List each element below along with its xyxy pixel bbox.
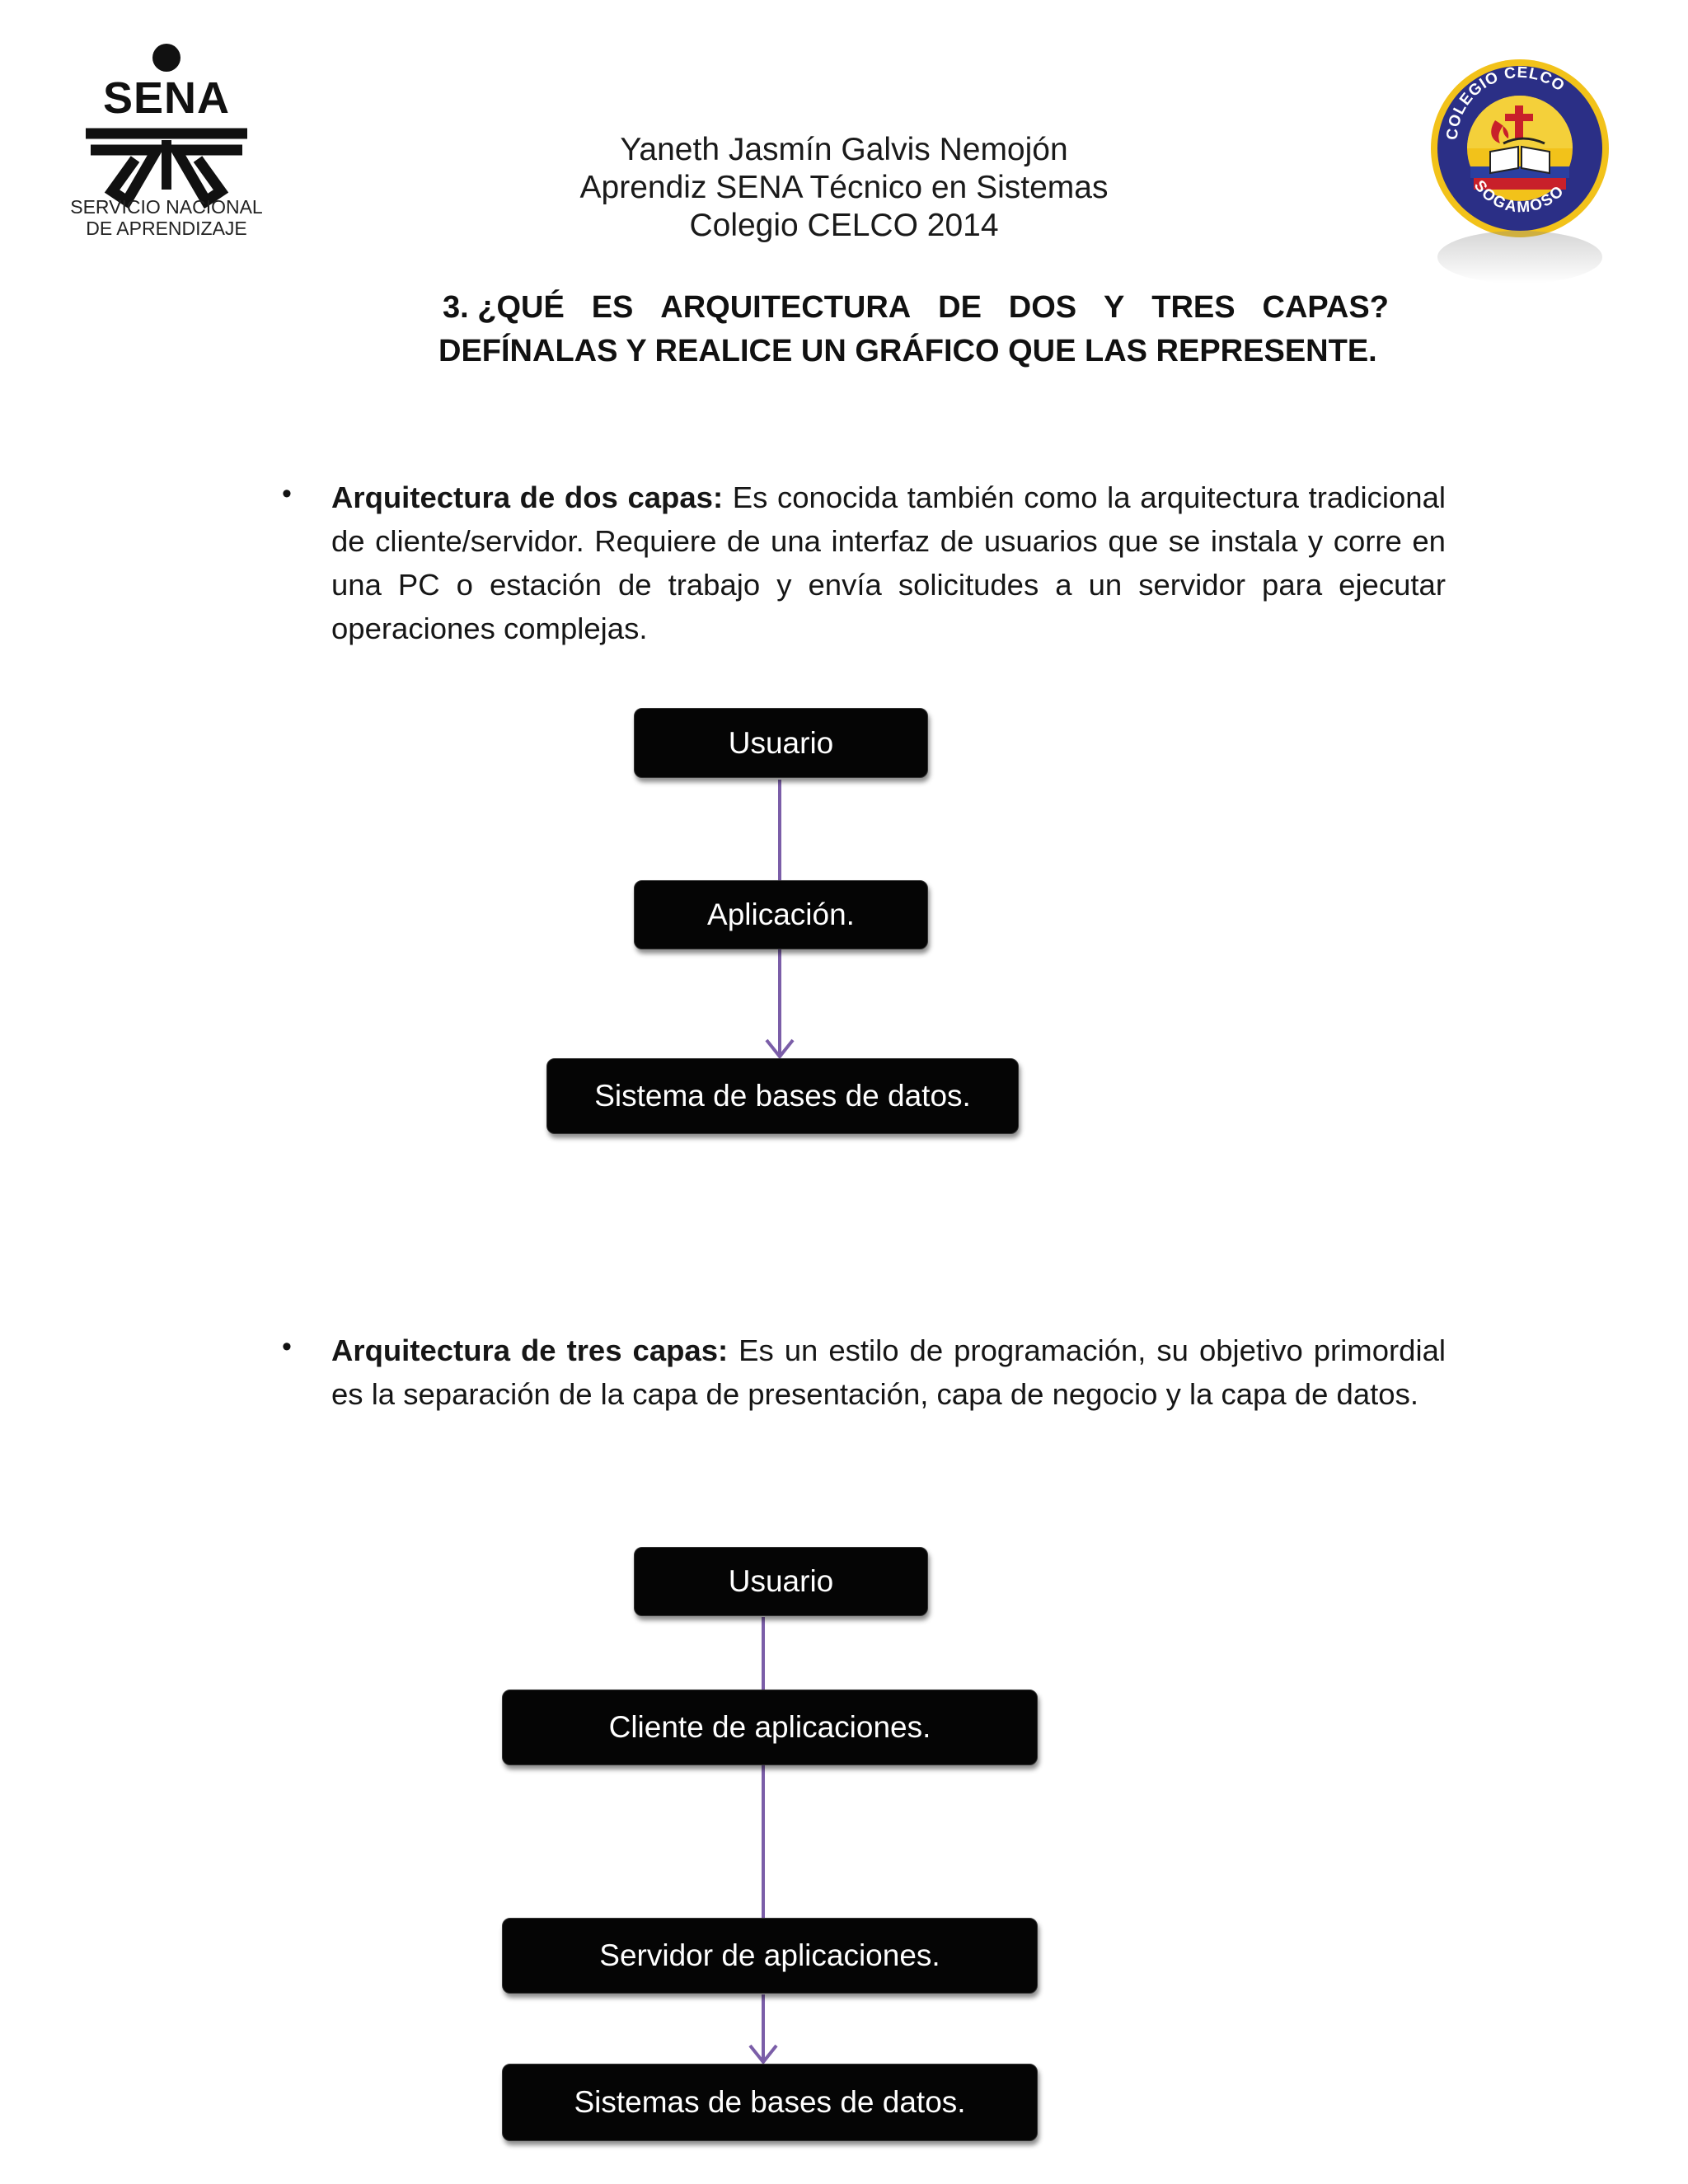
question-word: CAPAS? bbox=[1262, 290, 1389, 325]
question-heading-line1: 3. ¿QUÉ ES ARQUITECTURA DE DOS Y TRES CA… bbox=[443, 290, 1389, 326]
arrowhead-icon bbox=[765, 1038, 795, 1060]
three-tier-box-servidor: Servidor de aplicaciones. bbox=[502, 1918, 1038, 1994]
question-word: Y bbox=[1104, 290, 1125, 325]
bullet-icon: • bbox=[282, 478, 292, 509]
sena-emblem-icon bbox=[86, 44, 247, 209]
bullet-icon: • bbox=[282, 1331, 292, 1362]
three-tier-definition: Es un estilo de programación, su objetiv… bbox=[331, 1333, 1446, 1411]
two-tier-box-database: Sistema de bases de datos. bbox=[546, 1058, 1019, 1134]
sena-subtitle-line2: DE APRENDIZAJE bbox=[86, 218, 247, 239]
header-author: Yaneth Jasmín Galvis Nemojón bbox=[620, 132, 1068, 167]
colegio-celco-seal: COLEGIO CELCO SOGAMOSO bbox=[1424, 51, 1615, 290]
header-school-year: Colegio CELCO 2014 bbox=[689, 208, 999, 243]
arrowhead-icon bbox=[748, 2044, 778, 2065]
three-tier-box-database: Sistemas de bases de datos. bbox=[502, 2064, 1038, 2141]
sena-logo: SENA SERVICIO NACIONAL DE APRENDIZAJE bbox=[59, 43, 274, 282]
sena-wordmark: SENA bbox=[102, 73, 231, 123]
question-word: 3. ¿QUÉ bbox=[443, 290, 565, 325]
sena-reflection bbox=[59, 254, 274, 282]
sena-subtitle-line1: SERVICIO NACIONAL bbox=[70, 196, 263, 218]
two-tier-definition: Es conocida también como la arquitectura… bbox=[331, 480, 1447, 645]
question-word: ES bbox=[591, 290, 634, 325]
celco-seal-icon: COLEGIO CELCO SOGAMOSO bbox=[1431, 59, 1609, 284]
question-word: DE bbox=[938, 290, 982, 325]
two-tier-box-aplicacion: Aplicación. bbox=[634, 880, 928, 949]
question-word: DOS bbox=[1008, 290, 1077, 325]
two-tier-term: Arquitectura de dos capas: bbox=[331, 480, 724, 514]
three-tier-box-cliente: Cliente de aplicaciones. bbox=[502, 1690, 1038, 1765]
question-heading-line2: DEFÍNALAS Y REALICE UN GRÁFICO QUE LAS R… bbox=[438, 334, 1377, 368]
two-tier-box-usuario: Usuario bbox=[634, 708, 928, 778]
three-tier-term: Arquitectura de tres capas: bbox=[331, 1333, 729, 1367]
three-tier-paragraph: Arquitectura de tres capas: Es un estilo… bbox=[331, 1329, 1446, 1416]
question-word: TRES bbox=[1151, 290, 1236, 325]
question-word: ARQUITECTURA bbox=[660, 290, 912, 325]
two-tier-paragraph: Arquitectura de dos capas: Es conocida t… bbox=[331, 476, 1446, 650]
header-role: Aprendiz SENA Técnico en Sistemas bbox=[579, 170, 1109, 205]
three-tier-box-usuario: Usuario bbox=[634, 1547, 928, 1616]
